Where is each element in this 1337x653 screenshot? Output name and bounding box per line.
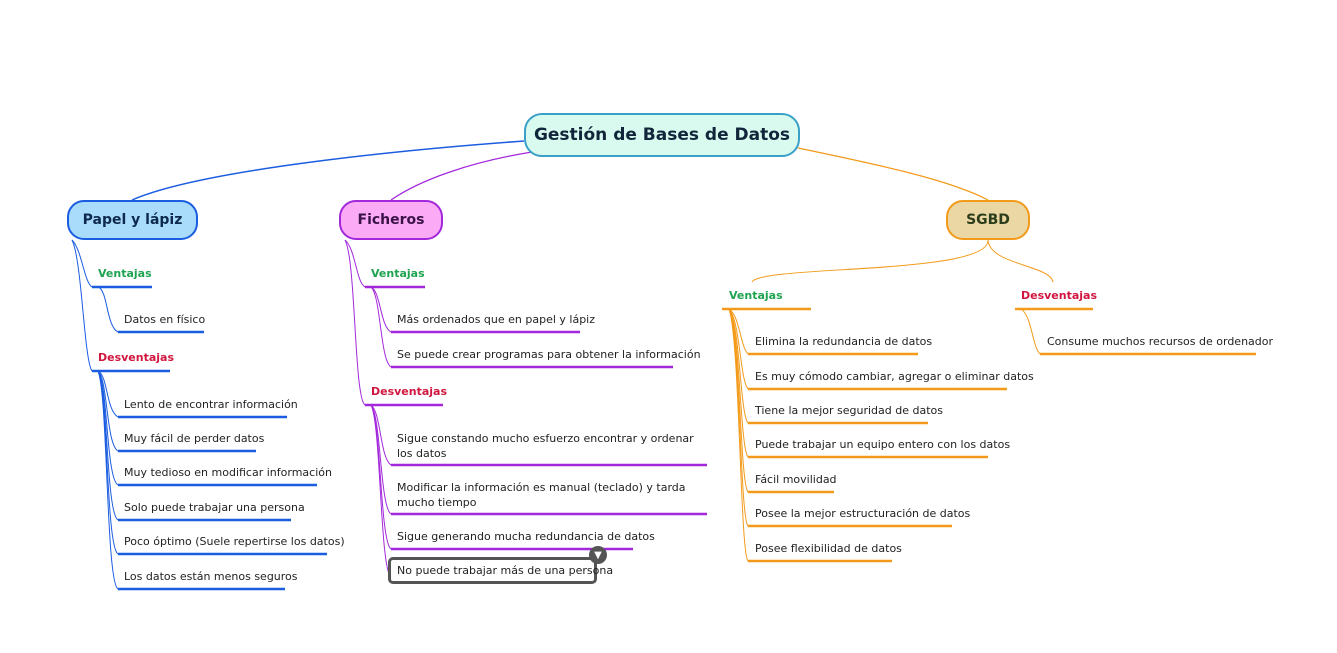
sgbd-desventajas-label[interactable]: Desventajas [1021, 289, 1098, 302]
selected-topic-frame[interactable] [388, 557, 597, 584]
sgbd-ventaja-item[interactable]: Elimina la redundancia de datos [755, 335, 933, 348]
sgbd-ventajas-label[interactable]: Ventajas [729, 289, 783, 302]
sgbd-ventaja-item[interactable]: Fácil movilidad [755, 473, 837, 486]
ficheros-desventaja-item[interactable]: Sigue constando mucho esfuerzo encontrar… [397, 432, 694, 460]
sgbd-ventaja-item[interactable]: Posee la mejor estructuración de datos [755, 507, 971, 520]
topic-sgbd[interactable]: SGBD [946, 200, 1030, 240]
sgbd-ventaja-item[interactable]: Tiene la mejor seguridad de datos [755, 404, 943, 417]
topic-ficheros[interactable]: Ficheros [339, 200, 443, 240]
ficheros-desventajas-label[interactable]: Desventajas [371, 385, 448, 398]
topic-papel-y-lapiz[interactable]: Papel y lápiz [67, 200, 198, 240]
ficheros-ventaja-item[interactable]: Se puede crear programas para obtener la… [397, 348, 701, 361]
papel-desventaja-item[interactable]: Muy fácil de perder datos [124, 432, 265, 445]
sgbd-ventaja-item[interactable]: Puede trabajar un equipo entero con los … [755, 438, 1011, 451]
papel-desventaja-item[interactable]: Muy tedioso en modificar información [124, 466, 332, 479]
papel-desventaja-item[interactable]: Solo puede trabajar una persona [124, 501, 305, 514]
sgbd-desventaja-item[interactable]: Consume muchos recursos de ordenador [1047, 335, 1274, 348]
papel-desventaja-item[interactable]: Los datos están menos seguros [124, 570, 298, 583]
ficheros-desventaja-item[interactable]: Sigue generando mucha redundancia de dat… [397, 530, 655, 543]
central-topic[interactable]: Gestión de Bases de Datos [524, 113, 800, 157]
papel-ventajas-label[interactable]: Ventajas [98, 267, 152, 280]
papel-desventaja-item[interactable]: Poco óptimo (Suele repertirse los datos) [124, 535, 345, 548]
ficheros-desventaja-item[interactable]: Modificar la información es manual (tecl… [397, 481, 686, 509]
chevron-down-icon[interactable]: ▼ [589, 546, 607, 564]
papel-desventajas-label[interactable]: Desventajas [98, 351, 175, 364]
papel-desventaja-item[interactable]: Lento de encontrar información [124, 398, 298, 411]
sgbd-ventaja-item[interactable]: Posee flexibilidad de datos [755, 542, 902, 555]
sgbd-ventaja-item[interactable]: Es muy cómodo cambiar, agregar o elimina… [755, 370, 1034, 383]
ficheros-ventaja-item[interactable]: Más ordenados que en papel y lápiz [397, 313, 596, 326]
ficheros-ventajas-label[interactable]: Ventajas [371, 267, 425, 280]
ficheros-desventaja-item-selected[interactable]: No puede trabajar más de una persona [397, 564, 614, 577]
papel-ventaja-item[interactable]: Datos en físico [124, 313, 206, 326]
